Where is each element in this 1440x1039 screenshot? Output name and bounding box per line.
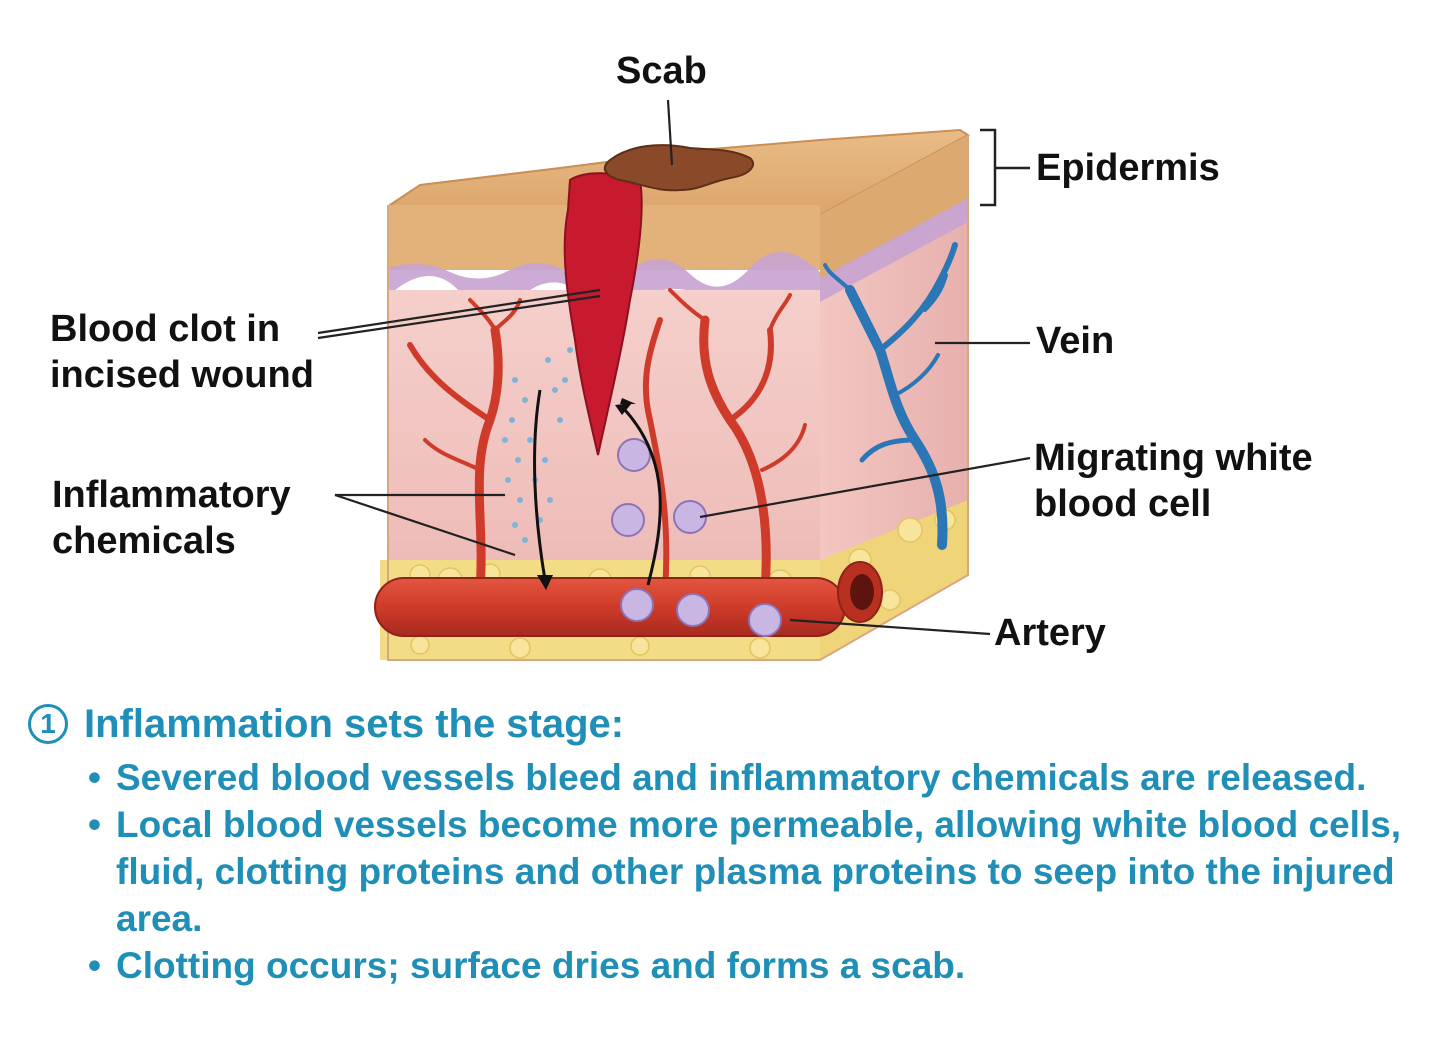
step-title: Inflammation sets the stage: (84, 702, 625, 746)
label-inflammatory-line1: Inflammatory (52, 474, 291, 516)
artery (374, 561, 883, 637)
step-header: 1 Inflammation sets the stage: (28, 700, 1428, 748)
fat-globules (409, 509, 956, 659)
wbc-migrating-2 (611, 503, 645, 537)
step-number-badge: 1 (28, 704, 68, 744)
scab (603, 144, 755, 192)
bullet-item: • Local blood vessels become more permea… (88, 801, 1416, 942)
wbc-migrating-1 (617, 438, 651, 472)
label-vein: Vein (1036, 318, 1114, 364)
bullet-text: Clotting occurs; surface dries and forms… (116, 945, 966, 986)
label-vein-text: Vein (1036, 320, 1115, 362)
wbc-leader (699, 456, 1031, 519)
label-migrating-wbc: Migrating white blood cell (1034, 435, 1313, 527)
label-artery-text: Artery (994, 612, 1106, 654)
bullet-text: Local blood vessels become more permeabl… (116, 804, 1402, 939)
wbc-in-artery-2 (676, 593, 710, 627)
label-blood-clot-line2: incised wound (50, 354, 314, 396)
label-scab: Scab (616, 48, 707, 94)
wbc-in-artery-1 (620, 588, 654, 622)
skin-wound-diagram (317, 99, 1031, 661)
epidermis-side (820, 135, 968, 280)
inflammatory-chemicals (502, 327, 578, 543)
label-migrating-line1: Migrating white (1034, 437, 1313, 479)
artery-leader (789, 618, 991, 636)
scab-leader (666, 99, 674, 166)
skin-block (380, 128, 970, 661)
leader-lines (317, 99, 1031, 636)
label-scab-text: Scab (616, 50, 707, 92)
arterioles (407, 288, 807, 595)
bullet-item: • Clotting occurs; surface dries and for… (88, 942, 1416, 989)
bullet-dot: • (88, 757, 101, 798)
caption: 1 Inflammation sets the stage: • Severed… (28, 700, 1428, 989)
white-blood-cells (611, 438, 782, 637)
skin-block-outline (387, 135, 969, 661)
chemical-flow-arrow (533, 389, 553, 590)
inflammatory-leader-2 (334, 493, 516, 557)
bullet-dot: • (88, 804, 101, 845)
label-epidermis-text: Epidermis (1036, 147, 1220, 189)
label-inflammatory-line2: chemicals (52, 520, 236, 562)
label-artery: Artery (994, 610, 1106, 656)
clot-leader-2 (317, 294, 601, 340)
clot-leader (317, 288, 601, 335)
bullet-text: Severed blood vessels bleed and inflamma… (116, 757, 1367, 798)
wbc-migration-arrow (615, 398, 662, 586)
label-migrating-line2: blood cell (1034, 483, 1212, 525)
basal-layer-side (820, 198, 968, 302)
bullet-dot: • (88, 945, 101, 986)
bullet-list: • Severed blood vessels bleed and inflam… (88, 754, 1428, 989)
label-inflammatory: Inflammatory chemicals (52, 472, 291, 564)
label-blood-clot-line1: Blood clot in (50, 308, 281, 350)
epidermis-bracket (980, 128, 1030, 207)
label-blood-clot: Blood clot in incised wound (50, 306, 314, 398)
wbc-in-artery-3 (748, 603, 782, 637)
bullet-item: • Severed blood vessels bleed and inflam… (88, 754, 1416, 801)
vein (823, 242, 958, 550)
label-epidermis: Epidermis (1036, 145, 1220, 191)
